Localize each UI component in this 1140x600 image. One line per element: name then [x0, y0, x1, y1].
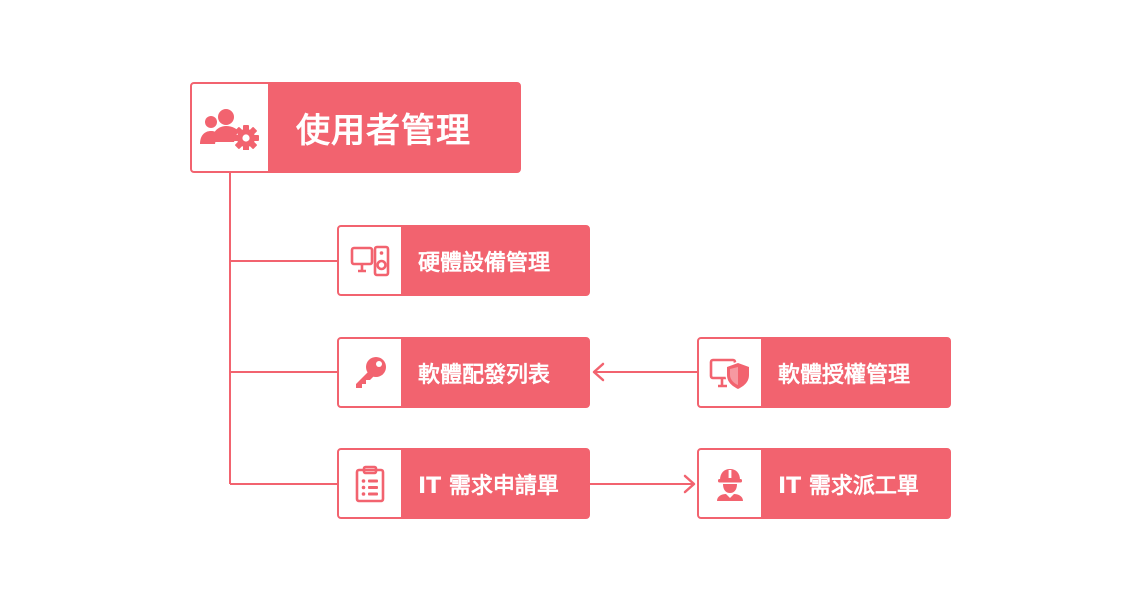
key-icon [339, 339, 401, 406]
root-node-label: 使用者管理 [296, 111, 471, 151]
node-software-distribution-list[interactable]: 軟體配發列表 [337, 337, 590, 408]
root-node-user-management[interactable]: 使用者管理 [190, 82, 521, 173]
worker-helmet-icon [699, 450, 761, 517]
computer-speaker-icon [339, 227, 401, 294]
node-hardware-management[interactable]: 硬體設備管理 [337, 225, 590, 296]
arrowhead-left [592, 362, 605, 382]
node-it-request-form[interactable]: IT 需求申請單 [337, 448, 590, 519]
node-software-list-label: 軟體配發列表 [418, 362, 551, 388]
node-it-request-label: IT 需求申請單 [418, 473, 559, 499]
users-gear-icon [192, 84, 268, 171]
clipboard-list-icon [339, 450, 401, 517]
node-software-license-management[interactable]: 軟體授權管理 [697, 337, 951, 408]
monitor-shield-icon [699, 339, 761, 406]
arrowhead-right [683, 474, 696, 494]
node-it-dispatch-label: IT 需求派工單 [778, 473, 919, 499]
node-it-dispatch-order[interactable]: IT 需求派工單 [697, 448, 951, 519]
node-software-license-label: 軟體授權管理 [778, 362, 911, 388]
node-hardware-label: 硬體設備管理 [418, 250, 551, 276]
